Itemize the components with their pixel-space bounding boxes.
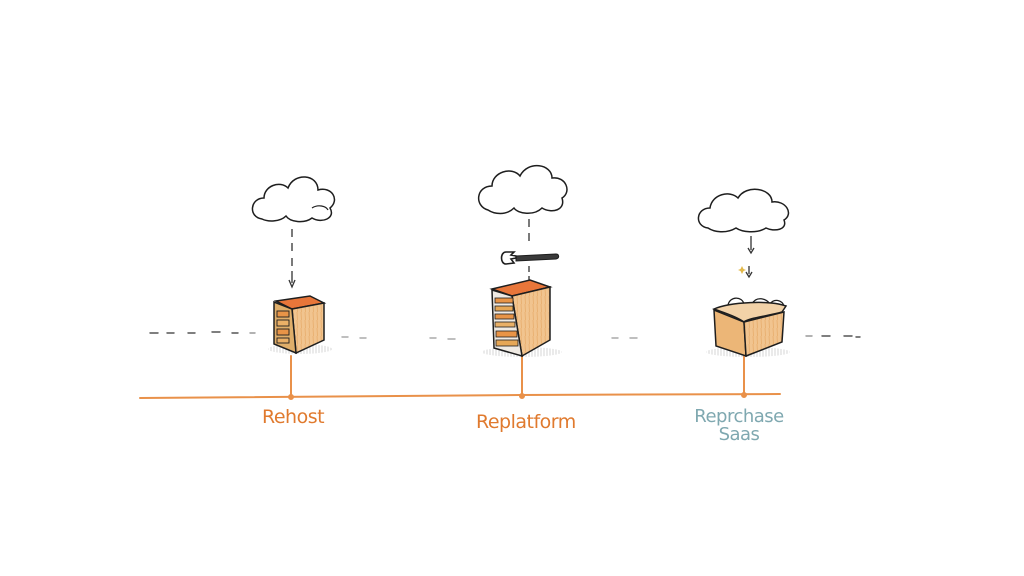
label-replatform: Replatform xyxy=(476,411,576,433)
horizon-line xyxy=(149,331,861,340)
wrench-icon xyxy=(500,251,560,265)
label-repurchase-saas: Reprchase Saas xyxy=(694,408,784,444)
sparkle-icon xyxy=(738,266,746,274)
label-saas: Saas xyxy=(718,424,760,445)
timeline xyxy=(139,355,781,400)
stage-replatform xyxy=(478,165,568,358)
cloud-icon xyxy=(478,165,568,215)
large-server-cabinet-icon xyxy=(482,279,562,358)
label-rehost: Rehost xyxy=(262,406,325,428)
stage-rehost xyxy=(251,176,336,355)
cloud-icon xyxy=(697,188,790,233)
cloud-icon xyxy=(251,176,336,223)
small-server-cabinet-icon xyxy=(268,295,332,355)
open-box-icon xyxy=(706,297,790,358)
stage-repurchase xyxy=(697,188,790,358)
label-repurchase: Reprchase xyxy=(694,406,784,427)
dashed-arrow-icon xyxy=(288,229,296,289)
dashed-arrow-icon xyxy=(745,236,755,279)
